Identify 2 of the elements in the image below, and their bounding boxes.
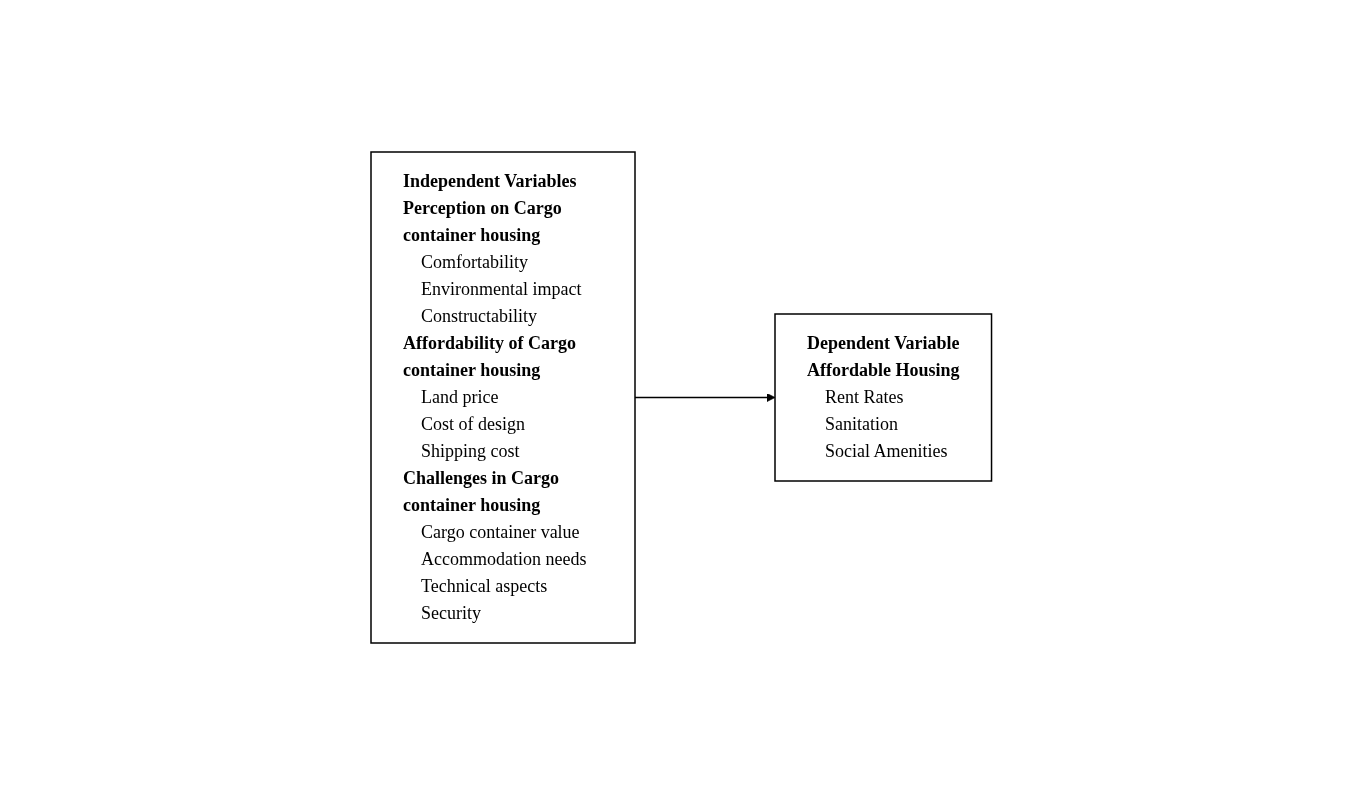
node-box: Dependent Variable Affordable Housing Rent Rates Sanitation Social Amenities <box>774 312 993 482</box>
node-box: Independent Variables Perception on Cargo container housing Comfortability Environmental impact Constructability Affordability of Cargo container housing Land price Cost of design Shipping cost Challenges in Cargo container housing Cargo container value Accommodation needs Technical aspects Security <box>370 150 636 644</box>
